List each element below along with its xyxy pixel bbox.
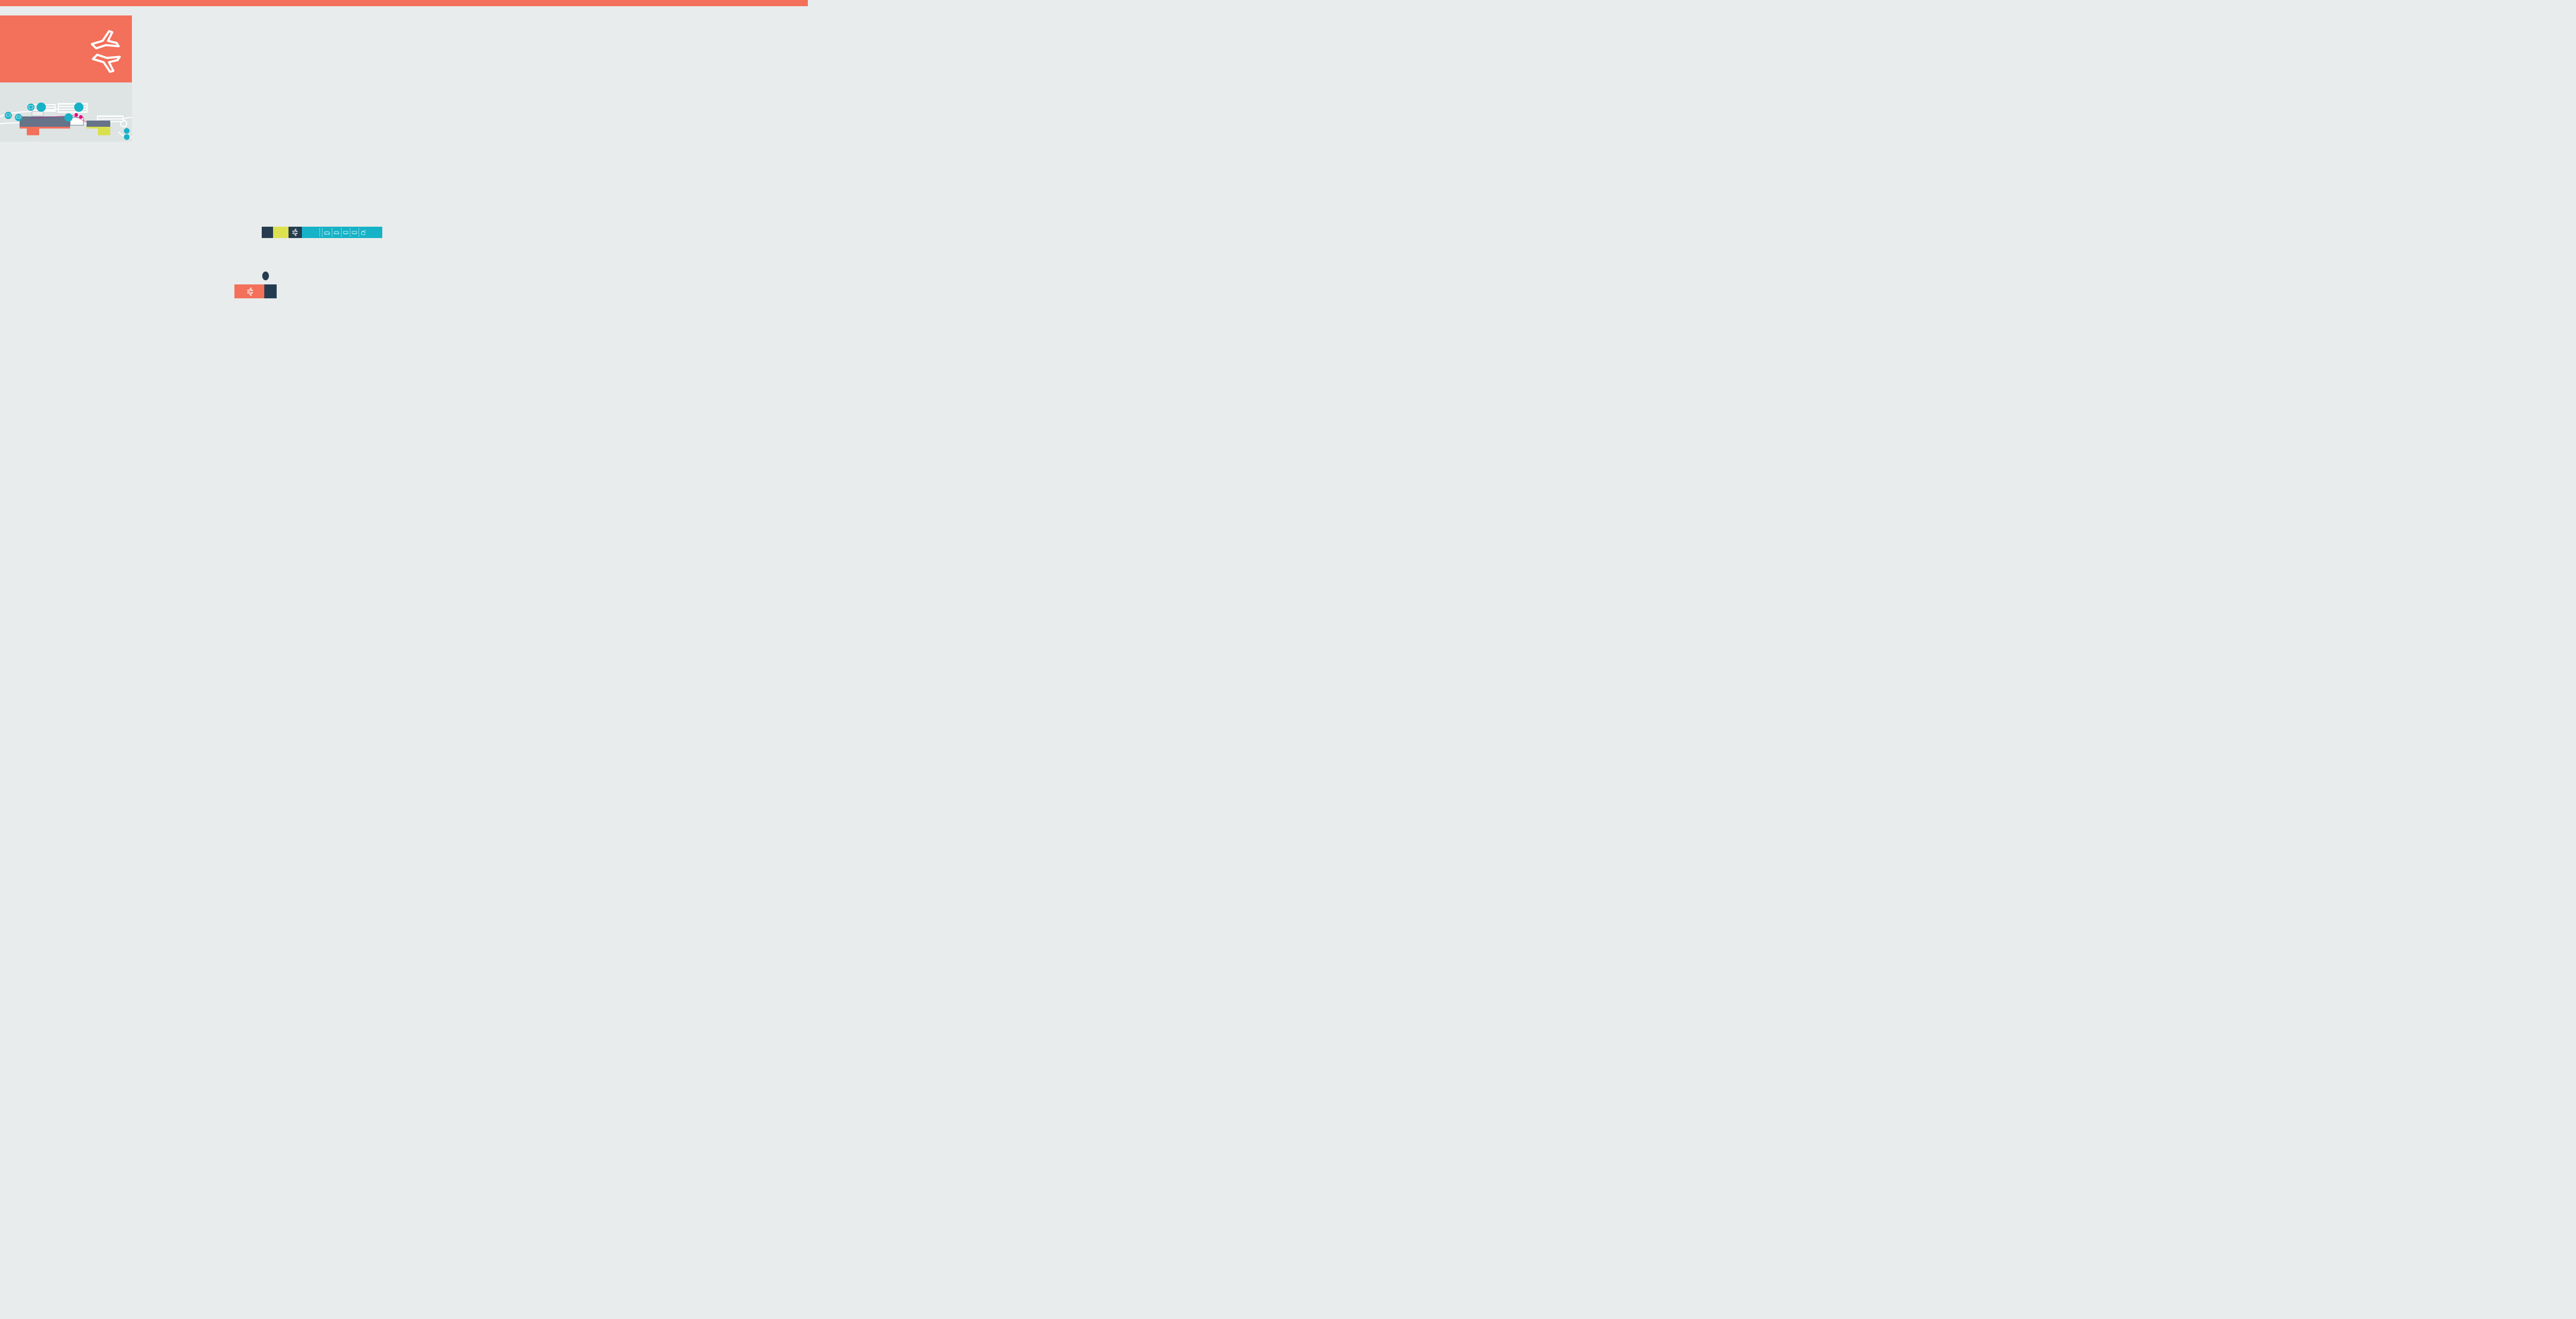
terminal-map-poster <box>0 0 808 345</box>
departure-plane-icon <box>91 30 120 49</box>
access-t2-minimap <box>0 82 132 142</box>
t2-services-strip <box>302 227 382 238</box>
rental-car-icon <box>323 228 332 236</box>
legend <box>0 0 808 345</box>
t1-entrance-sign <box>234 284 277 298</box>
brussels-bus <box>350 228 359 236</box>
left-arrow-icon <box>262 227 273 238</box>
t1-sign-label <box>234 284 264 298</box>
top-accent-bar <box>0 0 808 6</box>
t2-transfer-sign <box>262 227 382 238</box>
walkway-junction-dot <box>262 272 269 280</box>
arrival-plane-icon <box>92 54 121 73</box>
taxi-icon <box>332 228 342 236</box>
luggage-key-icon <box>359 228 367 236</box>
t1-header-block <box>0 15 132 82</box>
charleroi-station-bus <box>342 228 350 236</box>
planes-icon <box>289 227 302 238</box>
parking-p3p4 <box>320 228 323 236</box>
parking-p1p2 <box>317 228 320 236</box>
t2-sign-label <box>273 227 289 238</box>
minimap-graphic <box>0 103 132 140</box>
right-arrow-icon <box>264 284 277 298</box>
